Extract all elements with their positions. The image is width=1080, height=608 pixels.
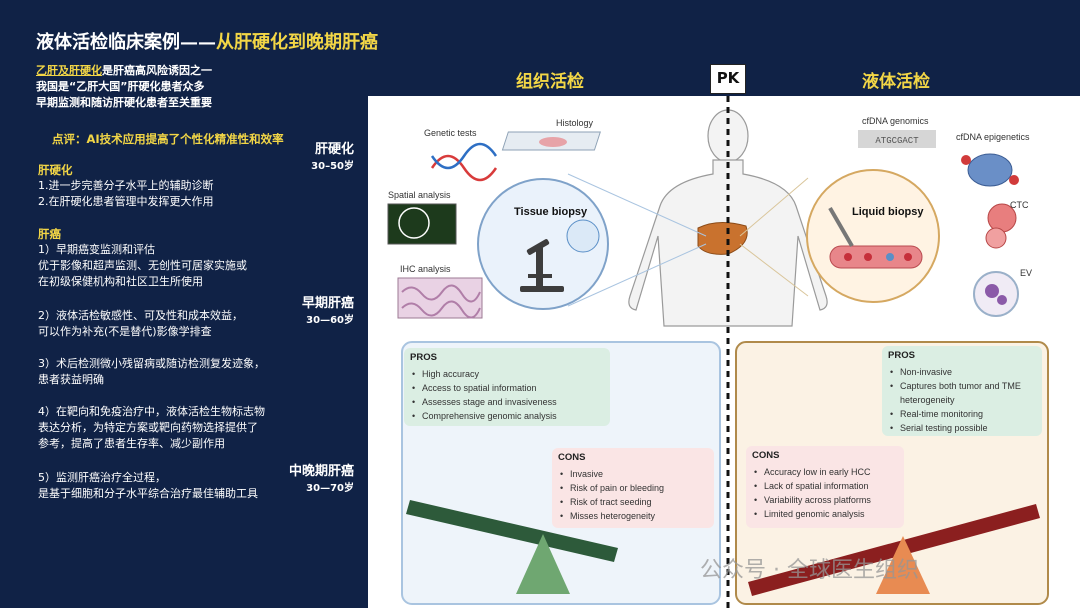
liquid-biopsy-label: Liquid biopsy <box>852 206 924 218</box>
histology-label: Histology <box>556 118 594 128</box>
genetic-tests-label: Genetic tests <box>424 128 477 138</box>
liquid-biopsy-circle <box>806 169 940 303</box>
liquid-pro-item: Real-time monitoring <box>888 407 1036 421</box>
tissue-pro-item: Comprehensive genomic analysis <box>410 409 604 423</box>
syringe-icon <box>828 206 854 248</box>
liquid-cons-box: CONS Accuracy low in early HCC Lack of s… <box>746 446 904 528</box>
tissue-pros-box: PROS High accuracy Access to spatial inf… <box>404 348 610 426</box>
cancer-item-5: 5）监测肝癌治疗全过程，是基于细胞和分子水平综合治疗最佳辅助工具 <box>38 471 258 500</box>
liquid-cons-title: CONS <box>752 450 780 461</box>
tissue-biopsy-header: 组织活检 <box>516 72 584 92</box>
cancer-item-1: 1）早期癌变监测和评估优于影像和超声监测、无创性可居家实施或在初级保健机构和社区… <box>38 243 247 288</box>
dna-helix-icon <box>430 142 498 182</box>
page-title: 液体活检临床案例——从肝硬化到晚期肝癌 <box>36 32 378 53</box>
tissue-seesaw-beam <box>406 500 618 562</box>
tissue-biopsy-label: Tissue biopsy <box>514 206 588 218</box>
liquid-con-item: Variability across platforms <box>752 493 898 507</box>
cancer-item-2: 2）液体活检敏感性、可及性和成本效益，可以作为补充(不是替代)影像学排查 <box>38 309 243 338</box>
watermark: 公众号 · 全球医生组织 <box>700 558 919 583</box>
tissue-cons-box: CONS Invasive Risk of pain or bleeding R… <box>552 448 714 528</box>
liquid-seesaw-beam <box>748 504 1040 596</box>
tissue-pros-title: PROS <box>410 352 437 363</box>
liquid-pro-item: Serial testing possible <box>888 421 1036 435</box>
liquid-con-item: Lack of spatial information <box>752 479 898 493</box>
biopsy-comparison-figure: ATGCGACT Genetic tests Histology Spatial… <box>368 96 1080 608</box>
liquid-con-item: Limited genomic analysis <box>752 507 898 521</box>
tissue-pro-item: High accuracy <box>410 367 604 381</box>
blood-vessel-icon <box>829 245 923 269</box>
ihc-analysis-label: IHC analysis <box>400 264 451 274</box>
tissue-con-item: Misses heterogeneity <box>558 509 708 523</box>
intro-line-1: 乙肝及肝硬化是肝癌高风险诱因之一 <box>36 64 212 77</box>
dna-letters: ATGCGACT <box>875 136 919 146</box>
cirrhosis-heading: 肝硬化 <box>38 163 73 177</box>
cfdna-genomics-label: cfDNA genomics <box>862 116 929 126</box>
cfdna-genomics-icon: ATGCGACT <box>858 130 936 148</box>
comment-text: 点评：AI技术应用提高了个性化精准性和效率 <box>52 132 284 146</box>
cirrhosis-item-1: 1.进一步完善分子水平上的辅助诊断 <box>38 179 214 192</box>
magnified-cells-icon <box>566 219 600 253</box>
cirrhosis-item-2: 2.在肝硬化患者管理中发挥更大作用 <box>38 195 214 208</box>
cfdna-epigenetics-label: cfDNA epigenetics <box>956 132 1030 142</box>
tissue-pro-item: Access to spatial information <box>410 381 604 395</box>
tissue-con-item: Invasive <box>558 467 708 481</box>
intro-line-2: 我国是“乙肝大国”肝硬化患者众多 <box>36 80 205 93</box>
liver-cancer-heading: 肝癌 <box>38 227 61 241</box>
cfdna-epigenetics-icon <box>961 153 1019 187</box>
pk-badge: PK <box>710 64 746 94</box>
tissue-seesaw-fulcrum <box>516 534 570 594</box>
histology-slide-icon <box>501 131 601 151</box>
liquid-con-item: Accuracy low in early HCC <box>752 465 898 479</box>
ctc-icon <box>985 203 1017 249</box>
liquid-pro-item: Captures both tumor and TME heterogeneit… <box>888 379 1034 407</box>
liquid-pros-title: PROS <box>888 350 915 361</box>
tissue-pro-item: Assesses stage and invasiveness <box>410 395 604 409</box>
microscope-icon <box>520 239 564 292</box>
cancer-item-4: 4）在靶向和免疫治疗中，液体活检生物标志物表达分析，为特定方案或靶向药物选择提供… <box>38 405 265 450</box>
liquid-pro-item: Non-invasive <box>888 365 1036 379</box>
liquid-pros-box: PROS Non-invasive Captures both tumor an… <box>882 346 1042 436</box>
ev-label: EV <box>1020 268 1033 278</box>
cancer-item-3: 3）术后检测微小残留病或随访检测复发迹象，患者获益明确 <box>38 357 265 386</box>
liquid-biopsy-header: 液体活检 <box>862 72 930 92</box>
intro-line-3: 早期监测和随访肝硬化患者至关重要 <box>36 96 212 109</box>
tissue-cons-title: CONS <box>558 452 586 463</box>
liver-illustration <box>697 222 748 255</box>
spatial-analysis-label: Spatial analysis <box>388 190 451 200</box>
tissue-con-item: Risk of pain or bleeding <box>558 481 708 495</box>
liquid-seesaw-fulcrum <box>876 536 930 594</box>
ctc-label: CTC <box>1010 200 1029 210</box>
tissue-con-item: Risk of tract seeding <box>558 495 708 509</box>
